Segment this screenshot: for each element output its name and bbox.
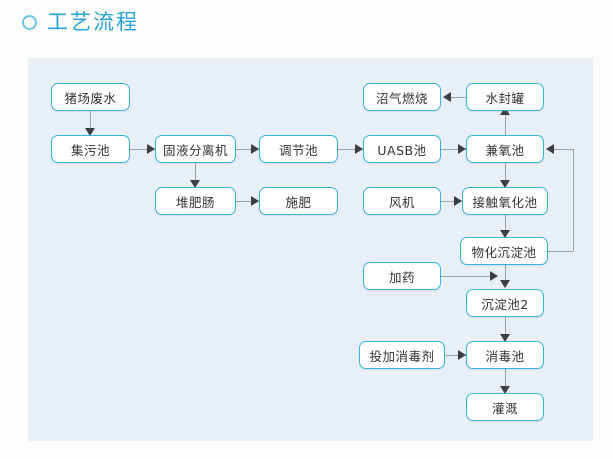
edge-arrow-wastewater-to-sump (85, 128, 95, 136)
node-blower[interactable]: 风机 (363, 187, 441, 215)
edge-line-wastewater-to-sump (90, 111, 91, 133)
edge-line-facultative-to-watertank (505, 113, 506, 135)
edge-arrow-compost-to-fertilize (251, 196, 259, 206)
node-wastewater[interactable]: 猪场废水 (51, 83, 130, 111)
node-solid-liquid-separator[interactable]: 固液分离机 (155, 135, 236, 163)
edge-arrow-dosing-to-settling2 (490, 271, 498, 281)
edge-arrow-disinfect-to-irrigation (500, 386, 510, 394)
page-title: 工艺流程 (47, 10, 139, 34)
edge-line-watertank-to-biogas (449, 97, 474, 98)
node-settling-tank-2[interactable]: 沉淀池2 (466, 289, 544, 317)
edge-line-sump-to-separator (130, 149, 157, 150)
edge-line-facultative-to-contactox (505, 163, 506, 185)
node-dosing[interactable]: 加药 (363, 262, 441, 290)
node-add-disinfectant[interactable]: 投加消毒剂 (359, 341, 445, 369)
node-disinfection-tank[interactable]: 消毒池 (466, 341, 544, 369)
node-sump[interactable]: 集污池 (51, 135, 130, 163)
node-irrigation[interactable]: 灌溉 (466, 393, 544, 421)
edge-arrow-separator-to-regulator (251, 144, 259, 154)
edge-arrow-facultative-to-contactox (500, 180, 510, 188)
edge-arrow-watertank-to-biogas (443, 92, 451, 102)
node-regulating-tank[interactable]: 调节池 (259, 135, 338, 163)
ring-circle-icon (22, 15, 37, 30)
edge-arrow-separator-to-compost (190, 180, 200, 188)
edge-arrow-regulator-to-uasb (355, 144, 363, 154)
node-biogas-burning[interactable]: 沼气燃烧 (363, 83, 441, 111)
edge-arrow-blower-to-contactox (454, 196, 462, 206)
edge-line-blower-to-contactox (441, 201, 464, 202)
node-contact-oxidation-tank[interactable]: 接触氧化池 (462, 187, 548, 215)
node-facultative-tank[interactable]: 兼氧池 (466, 135, 544, 163)
edge-arrow-uasb-to-facultative (458, 144, 466, 154)
edge-arrow-disinfectant-to-disinfect (458, 350, 466, 360)
edge-line-settling2-to-disinfect (505, 317, 506, 339)
page-header: 工艺流程 (22, 12, 139, 33)
edge-line-physchem-to-settling2 (505, 265, 506, 285)
edge-line-contactox-to-physchem (505, 215, 506, 237)
node-water-seal-tank[interactable]: 水封罐 (466, 83, 544, 111)
diagram-panel: 猪场废水 集污池 固液分离机 调节池 UASB池 兼氧池 堆肥肠 施肥 风机 接… (28, 58, 593, 441)
edge-line-separator-to-regulator (236, 149, 261, 150)
edge-arrow-sump-to-separator (147, 144, 155, 154)
edge-line-dosing-to-settling2 (441, 276, 496, 277)
edge-line-disinfect-to-irrigation (505, 369, 506, 391)
edge-arrow-settling2-to-disinfect (500, 334, 510, 342)
node-fertilize[interactable]: 施肥 (259, 187, 338, 215)
edge-line-separator-to-compost (195, 163, 196, 185)
edge-line-uasb-to-facultative (441, 149, 468, 150)
edge-arrow-contactox-to-physchem (500, 230, 510, 238)
edge-arrow-facultative-to-watertank (500, 107, 510, 115)
node-uasb-tank[interactable]: UASB池 (363, 135, 441, 163)
edge-line-physchem-return-out (548, 251, 573, 252)
edge-line-disinfectant-to-disinfect (445, 355, 468, 356)
edge-line-compost-to-fertilize (236, 201, 261, 202)
edge-arrow-physchem-to-settling2 (500, 280, 510, 288)
edge-line-physchem-return-up (573, 149, 574, 251)
node-compost[interactable]: 堆肥肠 (155, 187, 236, 215)
edge-line-physchem-return-in (553, 149, 573, 150)
edge-line-regulator-to-uasb (338, 149, 365, 150)
node-physicochemical-settling-tank[interactable]: 物化沉淀池 (460, 237, 548, 265)
edge-arrow-physchem-return-to-facultative (546, 144, 554, 154)
